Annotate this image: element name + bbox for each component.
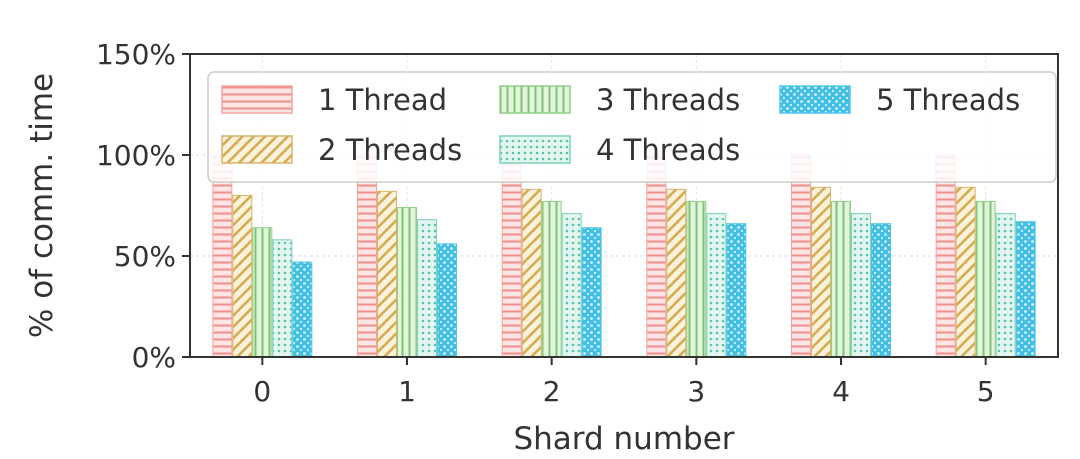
y-tick-label: 150% [96,38,176,71]
legend-label-3-threads: 3 Threads [596,83,740,117]
x-tick-label: 3 [687,375,705,408]
legend-swatch-2-threads [221,135,293,164]
y-tick-label: 0% [132,341,176,374]
bar-2-threads-shard-5 [955,186,976,358]
x-tick-label: 1 [398,375,416,408]
x-tick-label: 4 [832,375,850,408]
bar-3-threads-shard-0 [252,227,273,358]
bar-5-threads-shard-1 [437,243,457,358]
bar-4-threads-shard-2 [561,213,582,358]
y-tick-label: 50% [114,240,176,273]
legend-label-5-threads: 5 Threads [876,83,1020,117]
bar-1-thread-shard-4 [791,154,811,358]
bar-2-threads-shard-0 [232,194,253,358]
legend-swatch-4-threads [499,135,571,164]
bar-3-threads-shard-3 [686,200,707,358]
bar-3-threads-shard-4 [831,200,851,358]
bar-4-threads-shard-1 [417,219,437,358]
legend-label-2-threads: 2 Threads [318,133,462,167]
bar-5-threads-shard-3 [726,223,747,358]
x-tick-label: 2 [543,375,561,408]
bar-1-thread-shard-5 [935,154,956,358]
bar-4-threads-shard-4 [851,213,871,358]
bar-4-threads-shard-5 [995,213,1016,358]
bar-1-thread-shard-0 [212,154,233,358]
y-axis: 0% 50% 100% 150% [96,38,190,374]
legend-swatch-3-threads [499,85,571,114]
bar-5-threads-shard-0 [292,261,313,358]
bar-5-threads-shard-4 [871,223,891,358]
x-tick-label: 5 [977,375,995,408]
legend-swatch-5-threads [779,85,851,114]
y-tick-label: 100% [96,139,176,172]
bars [212,154,1036,358]
bar-4-threads-shard-0 [272,239,293,358]
x-axis: 0 1 2 3 4 5 [253,357,995,408]
bar-5-threads-shard-2 [581,227,602,358]
bar-3-threads-shard-2 [541,200,562,358]
bar-4-threads-shard-3 [706,213,727,358]
bar-5-threads-shard-5 [1015,221,1036,358]
bar-2-threads-shard-4 [811,186,831,358]
plot-frame [189,53,1059,358]
bar-3-threads-shard-5 [975,200,996,358]
x-tick-label: 0 [253,375,271,408]
bar-1-thread-shard-3 [646,154,667,358]
bar-2-threads-shard-2 [521,188,542,358]
bar-1-thread-shard-1 [357,154,377,358]
legend-label-1-thread: 1 Thread [318,83,447,117]
y-axis-label: % of comm. time [24,73,60,338]
bar-2-threads-shard-3 [666,188,687,358]
x-axis-label: Shard number [513,421,734,457]
bar-1-thread-shard-2 [501,154,522,358]
legend: 1 Thread 2 Threads 3 Threads 4 Threads 5 Thr… [207,71,1057,183]
legend-label-4-threads: 4 Threads [596,133,740,167]
bar-3-threads-shard-1 [397,207,417,358]
bar-2-threads-shard-1 [377,190,397,358]
legend-swatch-1-thread [221,85,293,114]
